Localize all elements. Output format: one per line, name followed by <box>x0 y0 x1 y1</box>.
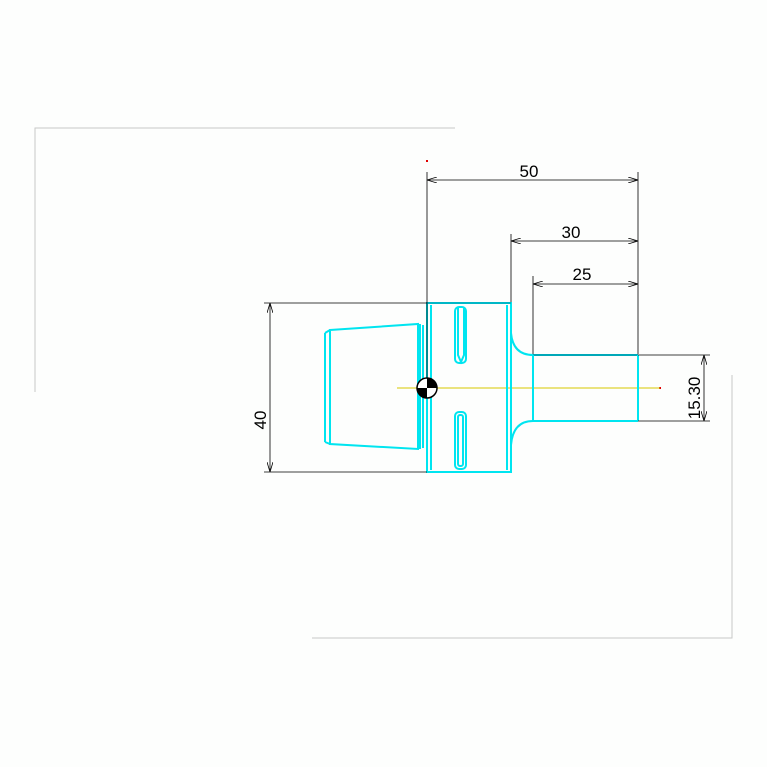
part-geometry <box>324 302 639 473</box>
dim-40-label: 40 <box>251 411 270 430</box>
dim-25-label: 25 <box>573 265 592 284</box>
lower-slot <box>454 411 467 470</box>
dimension-lines <box>264 172 710 473</box>
dim-30-label: 30 <box>562 223 581 242</box>
sheet-border-upper-left <box>34 127 455 392</box>
lower-slot-inner <box>457 414 464 467</box>
sheet-border-lower-right <box>312 375 733 639</box>
slot-arrow <box>457 308 465 365</box>
red-marker <box>426 160 428 162</box>
datum-origin-icon[interactable] <box>416 377 438 399</box>
left-body-edge <box>324 329 331 334</box>
left-body <box>329 322 419 451</box>
dim-15-label: 15.30 <box>685 377 704 420</box>
left-body-edge <box>324 441 331 445</box>
sheet-border <box>34 127 733 639</box>
upper-fillet <box>510 332 534 356</box>
dim-50-label: 50 <box>520 162 539 181</box>
lower-fillet <box>510 420 534 446</box>
